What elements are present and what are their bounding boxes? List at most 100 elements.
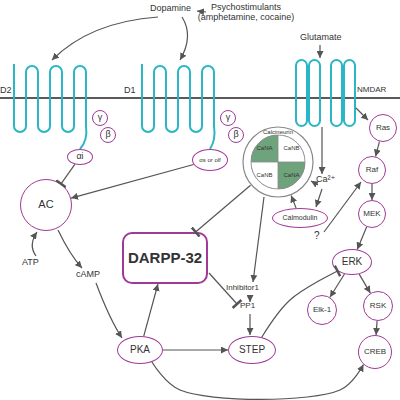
receptor-label: NMDAR — [357, 86, 386, 95]
enzyme-node: AC — [20, 179, 72, 231]
activation-connector — [376, 321, 378, 335]
kinase-node: Raf — [358, 156, 386, 184]
node-label: CaNA — [283, 172, 299, 178]
receptor-symbol — [142, 64, 215, 149]
metabolite-label: ATP — [22, 258, 39, 268]
node-label: γ — [226, 113, 231, 122]
complex-heading: Calcineurin — [263, 129, 293, 135]
calcium-sensor: Calmodulin — [272, 208, 328, 228]
quadrant-shape — [278, 162, 305, 189]
ligand-label: Dopamine — [150, 4, 191, 14]
activation-connector — [144, 284, 158, 336]
activation-connector — [152, 362, 364, 399]
leader-arrow — [249, 314, 250, 335]
leader-arrow — [197, 11, 206, 12]
g-beta-subunit: β — [228, 127, 244, 143]
channel-subunit — [309, 60, 320, 126]
node-label: Elk-1 — [313, 306, 331, 314]
kinase-node: MEK — [358, 200, 386, 228]
activation-connector — [291, 196, 296, 209]
node-label: Raf — [366, 166, 378, 174]
cell-membrane — [0, 97, 400, 99]
calcineurin-subunit: CaNB — [251, 162, 278, 189]
leader-arrow — [180, 17, 188, 60]
leader-arrow — [52, 17, 158, 60]
ligand-label: Glutamate — [300, 33, 342, 43]
leader-arrow — [249, 295, 250, 302]
protein-label: PP1 — [240, 302, 255, 311]
g-gamma-subunit: γ — [92, 110, 108, 126]
signal-protein: Ras — [369, 114, 397, 142]
drug-label: Psychostimulants (amphetamine, cocaine) — [196, 3, 296, 23]
node-label: DARPP-32 — [128, 250, 202, 266]
node-label: CaNB — [256, 172, 272, 178]
transcription-factor: CREB — [358, 335, 392, 369]
node-label: CREB — [364, 348, 386, 356]
node-label: β — [105, 130, 110, 139]
central-protein-box: DARPP-32 — [122, 232, 208, 284]
leader-arrow — [253, 197, 264, 282]
receptor-symbol — [14, 64, 86, 149]
g-alpha-subunit: αi — [67, 149, 93, 165]
calcineurin-subunit: CaNA — [251, 135, 278, 162]
leader-arrow — [321, 127, 322, 174]
receptor-label: D2 — [0, 86, 12, 96]
kinase-node: RSK — [363, 291, 393, 321]
protein-label: Inhibitor1 — [226, 284, 259, 293]
channel-subunit — [344, 60, 355, 126]
inhibition-connector — [262, 271, 338, 337]
quadrant-shape — [251, 135, 278, 162]
leader-arrow — [58, 230, 82, 268]
activation-connector — [359, 274, 370, 293]
complex-core — [251, 135, 305, 189]
node-label: γ — [98, 113, 103, 122]
node-label: PKA — [130, 345, 150, 356]
g-beta-subunit: β — [100, 127, 116, 143]
question-mark: ? — [314, 230, 320, 241]
receptor-label: D1 — [124, 86, 136, 96]
inhibition-connector — [61, 164, 75, 183]
calcineurin-subunit: CaNA — [278, 162, 305, 189]
kinase-node: ERK — [332, 249, 372, 275]
node-label: αs or olf — [199, 157, 220, 163]
activation-connector — [71, 165, 194, 199]
node-label: Calmodulin — [282, 214, 317, 221]
kinase-node: PKA — [117, 336, 163, 364]
leader-arrow — [319, 45, 320, 58]
calcineurin-complex: CalcineurinCaNA CaNB CaNB CaNA — [242, 126, 314, 198]
complex-ring — [243, 127, 313, 197]
g-gamma-subunit: γ — [220, 110, 236, 126]
ion-label: Ca²⁺ — [316, 175, 335, 185]
node-label: β — [233, 130, 238, 139]
leader-arrow — [32, 232, 37, 256]
activation-connector — [330, 274, 345, 297]
phosphatase-node: STEP — [228, 336, 276, 364]
leader-arrow — [316, 189, 322, 207]
g-alpha-subunit: αs or olf — [192, 149, 228, 171]
leader-arrow — [324, 182, 361, 232]
transcription-factor: Elk-1 — [307, 295, 337, 325]
node-label: Ras — [376, 124, 390, 132]
metabolite-label: cAMP — [76, 270, 100, 280]
node-label: CaNB — [283, 145, 299, 151]
node-label: CaNA — [256, 145, 272, 151]
node-label: STEP — [239, 345, 265, 356]
calcineurin-subunit: CaNB — [278, 135, 305, 162]
leader-arrow — [356, 108, 368, 120]
inhibition-connector — [196, 185, 251, 232]
activation-connector — [357, 227, 366, 250]
quadrant-shape — [251, 162, 278, 189]
activation-connector — [163, 349, 228, 350]
activation-connector — [371, 184, 372, 200]
channel-subunit — [296, 60, 307, 126]
node-label: αi — [76, 152, 83, 161]
activation-connector — [376, 142, 380, 157]
quadrant-shape — [278, 135, 305, 162]
leader-arrow — [96, 283, 122, 338]
channel-subunit — [331, 60, 342, 126]
node-label: ERK — [342, 257, 363, 268]
node-label: AC — [38, 199, 53, 211]
node-label: MEK — [363, 210, 380, 218]
